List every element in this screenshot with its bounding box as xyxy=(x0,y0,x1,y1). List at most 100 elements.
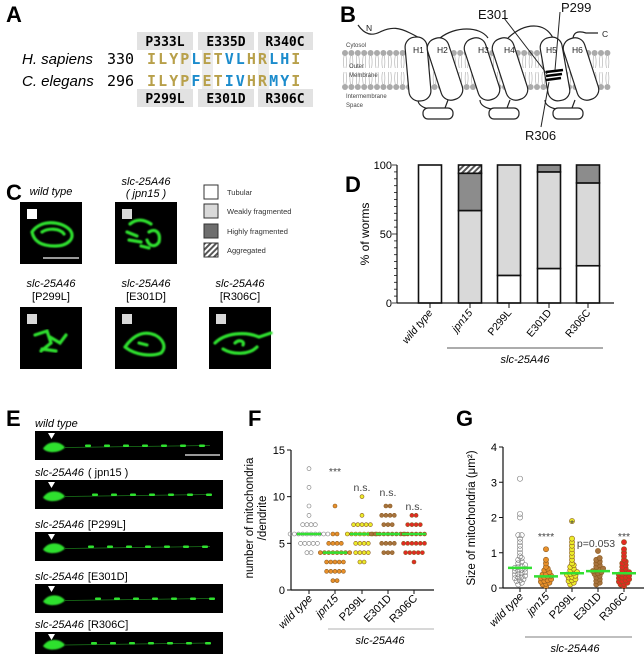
region-label: Outer xyxy=(349,64,364,70)
residue: F xyxy=(191,72,200,90)
data-point xyxy=(413,522,419,527)
legend: Tubular Weakly fragmented Highly fragmen… xyxy=(203,184,291,258)
residue: H xyxy=(247,72,256,90)
data-point xyxy=(287,531,293,537)
data-point xyxy=(361,559,367,565)
data-point xyxy=(304,522,310,527)
data-point xyxy=(411,550,417,555)
micrograph-panel-e: wild type slc-25A46( jpn15 ) slc-25A46[P29… xyxy=(35,418,223,654)
data-point xyxy=(413,541,419,546)
image-title: slc-25A46 xyxy=(122,176,172,188)
group-label: slc-25A46 xyxy=(356,635,406,647)
residue-label-r306: R306 xyxy=(525,128,556,143)
micrograph xyxy=(115,307,177,369)
residue: Y xyxy=(169,72,178,90)
x-tick-label: R306C xyxy=(387,593,420,626)
data-point xyxy=(517,511,523,517)
data-point xyxy=(365,550,371,555)
y-tick-label: 4 xyxy=(491,442,497,454)
data-point xyxy=(381,550,387,555)
x-tick-label: E301D xyxy=(524,307,554,340)
neuron-micrograph xyxy=(35,431,223,460)
image-title: slc-25A46 xyxy=(122,278,172,290)
significance-annotation: * xyxy=(570,518,574,530)
residue: L xyxy=(269,50,278,68)
topology-diagram: H1 H2 H3 H4 H5 H6 N C Cytosol Outer Memb… xyxy=(342,0,611,143)
x-tick-label: jpn15 xyxy=(448,307,475,336)
data-point xyxy=(306,541,312,546)
y-tick-label: 5 xyxy=(279,538,285,550)
row-label: slc-25A46( jpn15 ) xyxy=(35,467,128,479)
data-point xyxy=(326,541,332,546)
row-label: wild type xyxy=(35,418,78,430)
data-point xyxy=(359,494,365,499)
data-point xyxy=(359,522,365,527)
data-point xyxy=(315,541,320,546)
data-point xyxy=(336,569,342,574)
arrowhead-icon xyxy=(48,634,55,640)
data-point xyxy=(332,559,338,565)
neuron-micrograph xyxy=(35,584,223,613)
data-point xyxy=(422,541,427,546)
data-point xyxy=(407,550,413,555)
y-tick-label: 0 xyxy=(279,585,285,597)
data-point xyxy=(357,559,363,565)
data-point xyxy=(306,513,312,518)
helix-label: H1 xyxy=(413,45,424,55)
data-point xyxy=(621,546,627,553)
sequence-start: 296 xyxy=(107,72,134,90)
bar-segment-weakly-fragmented xyxy=(575,182,601,267)
data-point xyxy=(389,522,395,527)
data-point xyxy=(368,531,374,537)
residue: M xyxy=(269,72,278,90)
data-point xyxy=(355,522,361,527)
significance-annotation: n.s. xyxy=(354,482,371,494)
data-point xyxy=(383,541,389,546)
image-title: slc-25A46 xyxy=(27,278,77,290)
y-tick-label: 10 xyxy=(273,492,285,504)
data-point xyxy=(401,541,406,546)
region-label: Membrane xyxy=(349,73,378,79)
human-mutation: E335D xyxy=(206,35,245,50)
data-point xyxy=(332,569,338,574)
data-point xyxy=(409,541,415,546)
data-point xyxy=(543,556,549,563)
class-indicator xyxy=(122,314,132,324)
data-point xyxy=(391,513,397,518)
data-point xyxy=(381,522,387,527)
species-label: H. sapiens xyxy=(22,51,93,68)
data-point xyxy=(334,531,340,537)
data-point xyxy=(310,541,316,546)
arrowhead-icon xyxy=(48,433,55,439)
data-point xyxy=(389,550,395,555)
arrowhead-icon xyxy=(48,586,55,592)
row-label: slc-25A46[P299L] xyxy=(35,519,126,531)
y-tick-label: 3 xyxy=(491,477,497,489)
micrograph xyxy=(20,307,82,369)
data-point xyxy=(325,531,331,537)
residue: Y xyxy=(169,50,178,68)
data-point xyxy=(332,503,338,509)
bar-segment-weakly-fragmented xyxy=(457,209,483,304)
significance-annotation: *** xyxy=(329,466,341,478)
x-tick-label: R306C xyxy=(597,591,630,624)
legend-weakly-fragmented: Weakly fragmented xyxy=(227,207,291,216)
data-point xyxy=(308,550,314,555)
data-point xyxy=(317,550,323,555)
residue: T xyxy=(214,72,223,90)
residue: L xyxy=(158,72,167,90)
data-point xyxy=(515,581,522,588)
data-point xyxy=(328,559,334,565)
residue: I xyxy=(147,72,156,90)
data-point xyxy=(341,559,346,565)
bar-segment-weakly-fragmented xyxy=(536,171,562,270)
bar-segment-weakly-fragmented xyxy=(496,164,522,277)
data-point xyxy=(304,550,310,555)
data-point xyxy=(363,522,369,527)
data-point xyxy=(341,569,346,574)
y-axis-label: number of mitochondria xyxy=(244,457,256,578)
data-point xyxy=(359,513,365,518)
class-indicator xyxy=(122,209,132,219)
y-axis-label: % of worms xyxy=(358,203,372,266)
